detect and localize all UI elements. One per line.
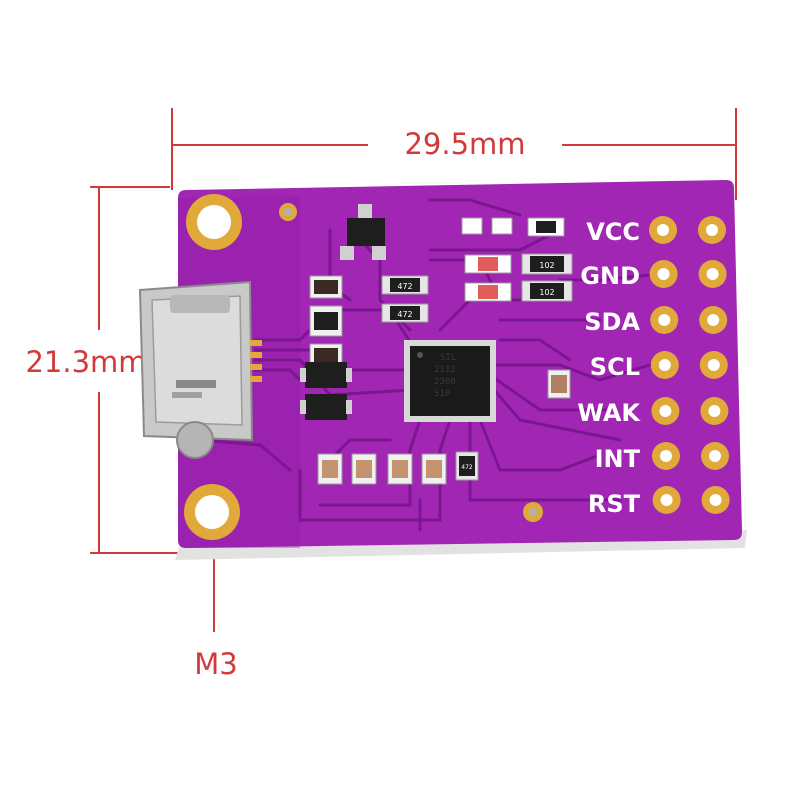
resistor-r2-code: 102 bbox=[539, 288, 554, 297]
header-pad-hole bbox=[707, 314, 720, 326]
pin-label-wak: WAK bbox=[577, 399, 641, 427]
header-pad-hole bbox=[660, 494, 673, 506]
width-dimension-label: 29.5mm bbox=[404, 127, 525, 161]
header-pad-hole bbox=[708, 405, 721, 417]
chip-mark-2: 2112 bbox=[434, 365, 456, 375]
pin-label-sda: SDA bbox=[584, 308, 640, 336]
chip-mark-4: S1P bbox=[434, 389, 451, 399]
chip-mark-3: 2300 bbox=[434, 377, 456, 387]
diode-bottom bbox=[300, 394, 352, 420]
led-power bbox=[464, 254, 512, 274]
micro-usb-connector bbox=[138, 280, 262, 459]
usb-bridge-ic: SIL 2112 2300 S1P bbox=[404, 340, 496, 422]
header-pad-hole bbox=[706, 268, 719, 280]
resistor-r2: 102 bbox=[521, 280, 573, 302]
led-status bbox=[464, 282, 512, 302]
height-dimension-label: 21.3mm bbox=[25, 345, 146, 379]
header-pad-hole bbox=[707, 359, 720, 371]
pin-label-int: INT bbox=[595, 445, 641, 473]
header-pads bbox=[649, 216, 730, 514]
top-small-components bbox=[461, 217, 565, 237]
header-pad-hole bbox=[657, 224, 669, 236]
bottom-capacitor-row bbox=[317, 453, 447, 485]
pin-labels: VCC GND SDA SCL WAK INT RST bbox=[577, 218, 641, 518]
resistor-r1: 102 bbox=[521, 253, 573, 275]
chip-mark-1: SIL bbox=[440, 353, 456, 363]
header-pad-hole bbox=[658, 359, 671, 371]
mounting-hole-top bbox=[186, 194, 242, 250]
mounting-hole-bottom bbox=[184, 484, 240, 540]
header-pad-hole bbox=[658, 314, 671, 326]
resistor-r3-code: 472 bbox=[397, 282, 412, 291]
dimension-lines bbox=[90, 108, 737, 632]
header-pad-hole bbox=[657, 268, 670, 280]
transistor bbox=[340, 204, 386, 260]
header-pad-hole bbox=[659, 405, 672, 417]
capacitor-small bbox=[547, 369, 571, 399]
resistor-r4: 472 bbox=[381, 303, 429, 323]
pin-label-gnd: GND bbox=[580, 262, 640, 290]
header-pad-hole bbox=[709, 450, 721, 462]
pin-label-vcc: VCC bbox=[586, 218, 640, 246]
hole-size-label: M3 bbox=[194, 647, 237, 681]
resistor-r5-code: 472 bbox=[461, 464, 473, 471]
pin-label-rst: RST bbox=[588, 490, 641, 518]
header-pad-hole bbox=[709, 494, 722, 506]
pin-label-scl: SCL bbox=[590, 353, 640, 381]
resistor-r1-code: 102 bbox=[539, 261, 554, 270]
header-pad-hole bbox=[660, 450, 672, 462]
resistor-r3: 472 bbox=[381, 275, 429, 295]
resistor-r5: 472 bbox=[455, 451, 479, 481]
capacitor-column bbox=[309, 275, 343, 367]
diode-top bbox=[300, 362, 352, 388]
header-pad-hole bbox=[706, 224, 718, 236]
resistor-r4-code: 472 bbox=[397, 310, 412, 319]
